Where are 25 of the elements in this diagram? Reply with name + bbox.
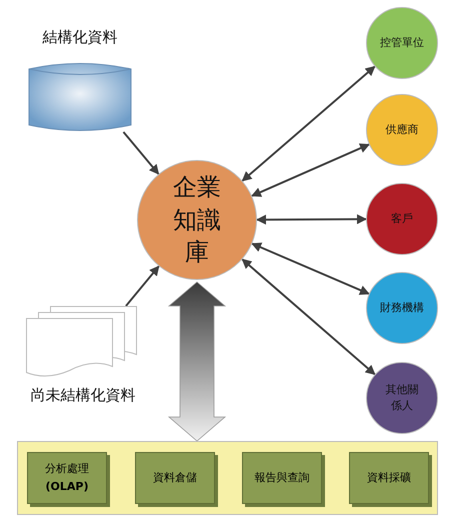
node-label: 尚未結構化資料 [30, 386, 136, 405]
double-arrow [251, 242, 370, 295]
double-arrow [168, 281, 226, 442]
process-block [27, 452, 107, 504]
node-label: 資料倉儲 [152, 470, 198, 486]
node-label: 資料採礦 [366, 470, 412, 486]
process-block [242, 452, 322, 504]
node-label: 供應商 [386, 122, 418, 138]
node-label: 企業知識庫 [172, 172, 222, 268]
double-arrow [242, 258, 376, 376]
double-arrow [242, 66, 376, 182]
node-label: 報告與查詢 [254, 470, 310, 486]
double-arrow [256, 214, 367, 225]
double-arrow [251, 144, 370, 197]
panel-band [17, 441, 438, 515]
arrow [122, 131, 160, 175]
node-label: 其他關係人 [384, 382, 420, 414]
arrow [125, 265, 160, 307]
process-block [135, 452, 215, 504]
node-label: 財務機構 [380, 300, 424, 316]
node-label: 結構化資料 [42, 28, 118, 47]
node-label: 分析處理 (OLAP) [44, 461, 90, 495]
node-label: 控管單位 [380, 34, 424, 51]
node-label: 客戶 [391, 210, 413, 227]
process-block [349, 452, 429, 504]
